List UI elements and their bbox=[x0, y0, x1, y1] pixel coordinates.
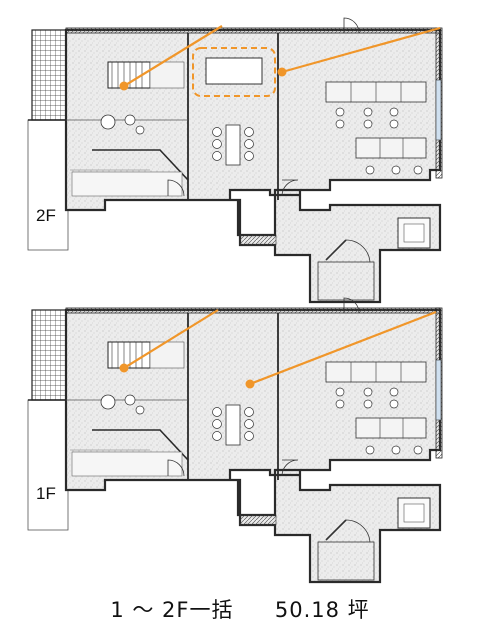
floor-plan-2f bbox=[26, 16, 444, 304]
floor-label-2f: 2F bbox=[36, 206, 56, 225]
dashed-zone bbox=[192, 47, 276, 97]
caption-floors: 1 ～ 2F一括 bbox=[110, 598, 234, 622]
floor-label-1f: 1F bbox=[36, 484, 56, 503]
caption-area: 50.18 坪 bbox=[274, 598, 370, 622]
floor-plan-1f bbox=[26, 296, 444, 584]
area-caption: 1 ～ 2F一括 50.18 坪 bbox=[0, 594, 480, 624]
